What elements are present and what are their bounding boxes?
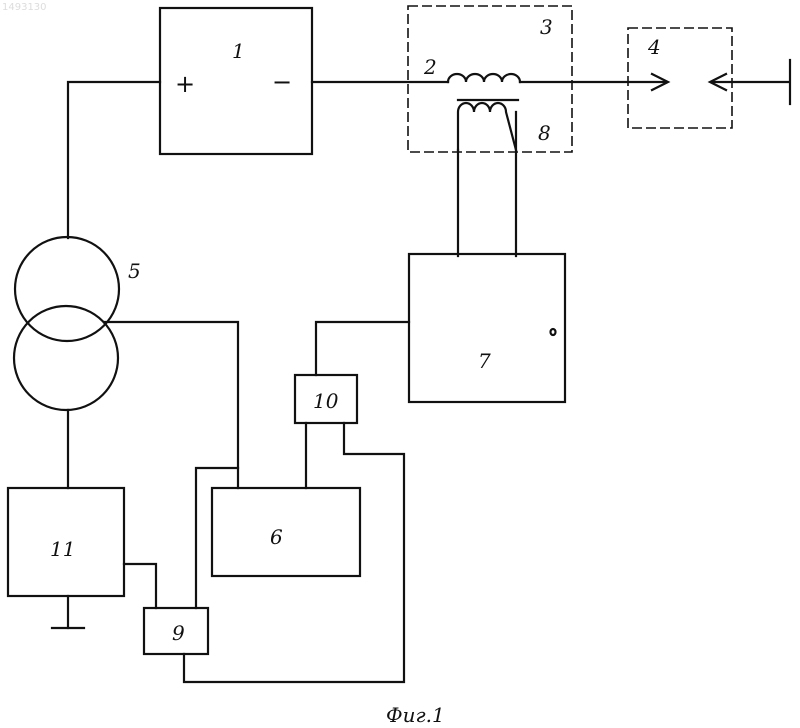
wire-block-7-to-block-10 xyxy=(316,322,409,375)
block-5-lower-winding xyxy=(14,306,118,410)
wire-block-11-to-block-9 xyxy=(124,564,156,608)
block-9-label: 9 xyxy=(172,621,185,645)
block-5-label: 5 xyxy=(128,259,141,283)
block-7-label: 7 xyxy=(478,349,491,373)
block-1-label: 1 xyxy=(232,39,245,63)
block-7-terminal xyxy=(551,329,556,335)
coil-8-winding xyxy=(458,103,516,150)
document-stamp: 1493130 xyxy=(2,2,47,13)
block-7 xyxy=(409,254,565,402)
block-1-minus-sign: − xyxy=(272,68,292,96)
figure-caption: Фиг.1 xyxy=(386,703,445,727)
block-6 xyxy=(212,488,360,576)
block-11-label: 11 xyxy=(50,537,75,561)
block-1-plus-sign: + xyxy=(175,70,195,98)
block-4-label: 4 xyxy=(647,35,661,59)
block-3-label: 3 xyxy=(540,15,553,39)
wire-transformer-to-block-6 xyxy=(104,322,238,488)
block-10-label: 10 xyxy=(313,389,339,413)
coil-2-winding xyxy=(448,74,520,82)
coil-8-label: 8 xyxy=(538,121,551,145)
wire-plus-to-transformer xyxy=(68,82,160,238)
block-5-upper-winding xyxy=(15,237,119,341)
wire-block-10-to-block-9 xyxy=(184,423,404,682)
block-6-label: 6 xyxy=(270,525,283,549)
coil-2-label: 2 xyxy=(423,55,437,79)
